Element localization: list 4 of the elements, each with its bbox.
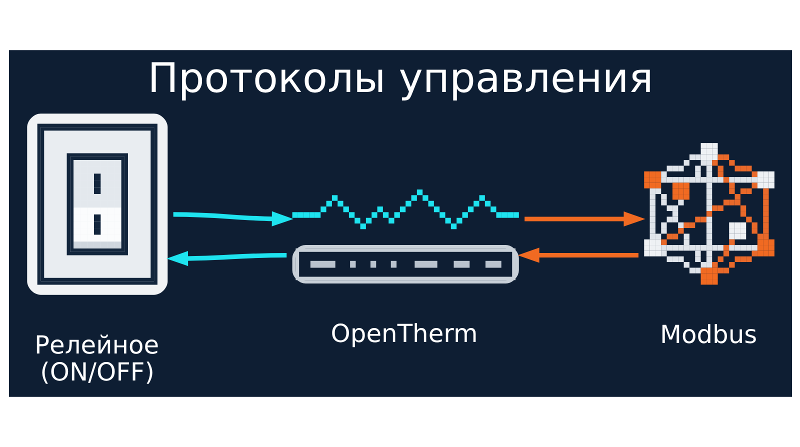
node-label: OpenTherm [330, 319, 478, 348]
node-text: Modbus [659, 320, 757, 350]
diagram-title: Протоколы управления [147, 54, 653, 102]
node-label: Релейное (ON/OFF) [34, 330, 159, 387]
